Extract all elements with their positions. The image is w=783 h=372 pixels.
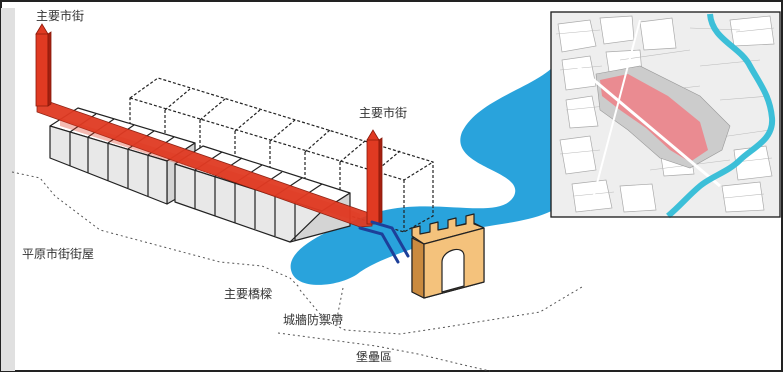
river-shape bbox=[290, 58, 610, 285]
label-plain-street-houses: 平原市街街屋 bbox=[22, 246, 94, 261]
main-street-axis bbox=[35, 23, 383, 228]
city-gate bbox=[411, 213, 485, 299]
inset-map bbox=[550, 11, 781, 219]
label-main-street-right: 主要市街 bbox=[359, 105, 407, 120]
main-bridge bbox=[358, 220, 410, 264]
label-city-wall-belt: 城牆防禦帶 bbox=[283, 312, 343, 327]
zone-boundaries bbox=[11, 171, 583, 372]
label-main-street-top: 主要市街 bbox=[36, 8, 84, 23]
label-fortress-area: 堡壘區 bbox=[356, 349, 392, 364]
label-main-bridge: 主要橋樑 bbox=[224, 287, 272, 301]
inset-canal bbox=[666, 13, 776, 219]
left-edge-strip bbox=[1, 8, 15, 371]
